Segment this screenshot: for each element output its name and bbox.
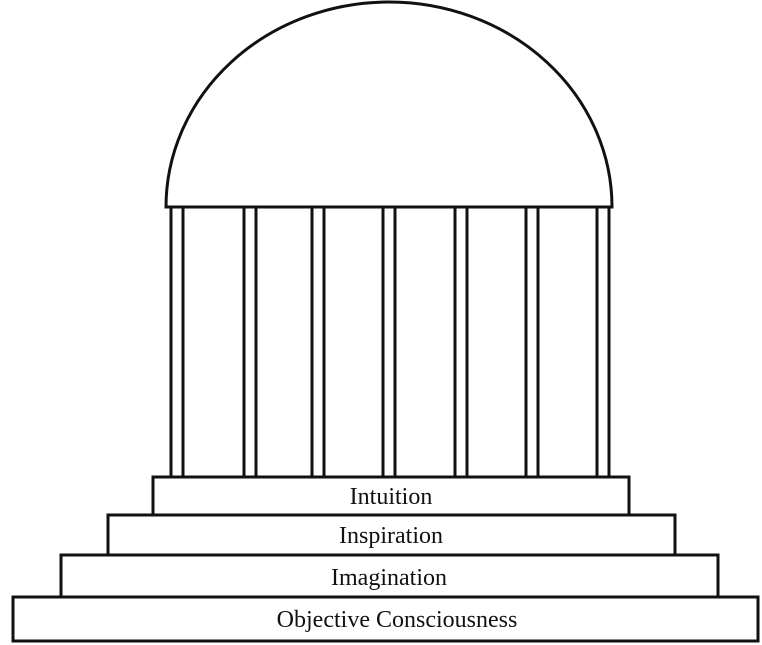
column-2 <box>244 207 256 477</box>
column-6 <box>526 207 538 477</box>
column-3 <box>312 207 324 477</box>
step-label-imagination: Imagination <box>331 565 447 591</box>
step-label-objective-consciousness: Objective Consciousness <box>277 607 518 633</box>
column-5 <box>455 207 467 477</box>
column-1 <box>171 207 183 477</box>
step-label-intuition: Intuition <box>350 484 433 510</box>
step-inspiration: Inspiration <box>108 515 675 555</box>
dome <box>166 2 612 207</box>
step-objective-consciousness: Objective Consciousness <box>13 597 758 641</box>
step-label-inspiration: Inspiration <box>339 523 443 549</box>
columns <box>171 207 609 477</box>
step-imagination: Imagination <box>61 555 718 597</box>
column-4 <box>383 207 395 477</box>
step-intuition: Intuition <box>153 477 629 515</box>
column-7 <box>597 207 609 477</box>
